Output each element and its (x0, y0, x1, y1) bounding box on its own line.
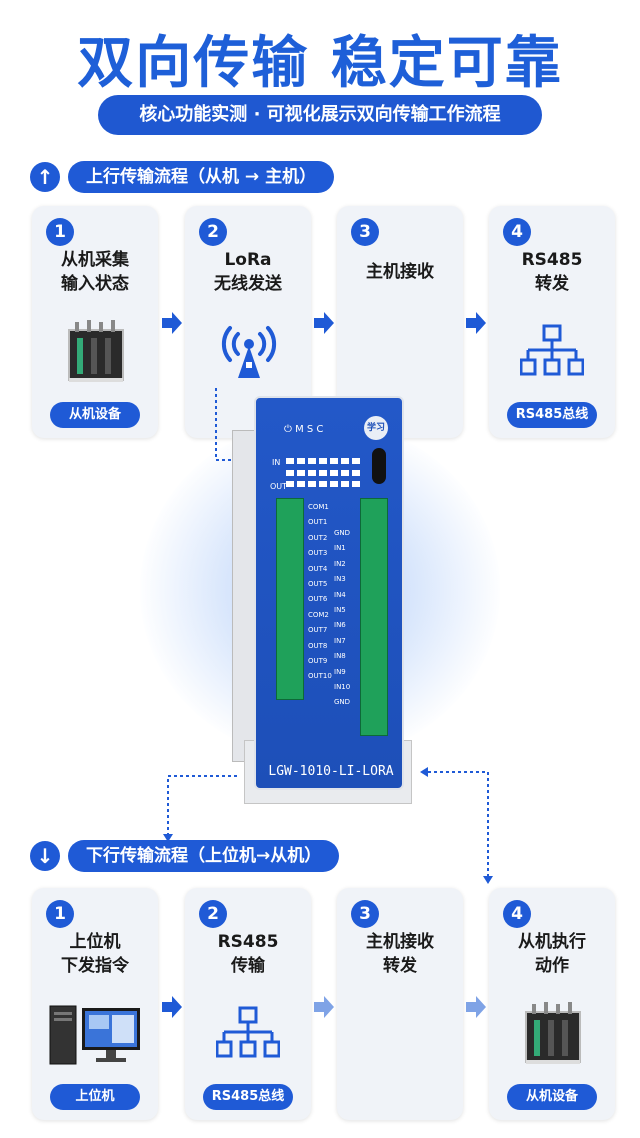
right-terminal-block (360, 498, 388, 736)
terminal-label: OUT2 (308, 533, 328, 542)
step-badge: 上位机 (50, 1084, 140, 1110)
downstream-step-1: 1 上位机 下发指令 上位机 (32, 888, 158, 1120)
terminal-label: OUT9 (308, 657, 328, 666)
antenna-icon (221, 326, 277, 378)
page-subtitle: 核心功能实测 · 可视化展示双向传输工作流程 (98, 95, 542, 135)
downstream-step-4: 4 从机执行 动作 从机设备 (489, 888, 615, 1120)
step-title: 主机接收 转发 (366, 932, 434, 976)
step-number: 1 (46, 900, 74, 928)
step-number: 4 (503, 900, 531, 928)
step-number: 1 (46, 218, 74, 246)
arrow-right-icon (162, 312, 182, 334)
arrow-right-icon (314, 312, 334, 334)
out-led-label: OUT (270, 482, 288, 491)
arrow-right-icon (466, 996, 486, 1018)
terminal-label: IN3 (334, 575, 346, 584)
terminal-label: GND (334, 529, 351, 537)
terminal-label: IN8 (334, 652, 346, 661)
terminal-label: IN6 (334, 621, 346, 630)
in-led-label: IN (272, 458, 281, 467)
arrow-right-icon (466, 312, 486, 334)
page-title: 双向传输 稳定可靠 (77, 31, 563, 96)
status-leds: ⏻ M S C (284, 424, 324, 435)
downstream-header: ↓ 下行传输流程（上位机→从机） (30, 839, 340, 873)
step-number: 2 (199, 900, 227, 928)
terminal-label: IN1 (334, 544, 346, 553)
step-number: 2 (199, 218, 227, 246)
step-title: 主机接收 (366, 262, 434, 282)
terminal-label: IN2 (334, 559, 346, 568)
network-tree-icon (216, 1006, 280, 1058)
step-badge: 从机设备 (50, 402, 140, 428)
slave-device-icon (68, 320, 124, 382)
terminal-label: OUT5 (308, 580, 328, 589)
terminal-label: OUT4 (308, 564, 328, 573)
downstream-label: 下行传输流程（上位机→从机） (68, 840, 340, 872)
terminal-label: OUT8 (308, 641, 328, 650)
left-terminal-block (276, 498, 304, 700)
step-number: 3 (351, 218, 379, 246)
upstream-step-1: 1 从机采集 输入状态 从机设备 (32, 206, 158, 438)
step-title: 从机执行 动作 (518, 932, 586, 976)
downstream-step-3: 3 主机接收 转发 (337, 888, 463, 1120)
terminal-label: COM2 (308, 610, 329, 619)
terminal-label: COM1 (308, 503, 329, 511)
terminal-label: IN10 (334, 683, 351, 692)
downstream-step-2: 2 RS485 传输 RS485总线 (185, 888, 311, 1120)
step-title: 上位机 下发指令 (61, 932, 129, 976)
terminal-label: GND (334, 698, 351, 707)
terminal-label: IN5 (334, 606, 346, 615)
step-title: RS485 转发 (521, 250, 583, 294)
network-tree-icon (520, 324, 584, 376)
arrow-up-icon: ↑ (30, 162, 60, 192)
terminal-label: OUT6 (308, 595, 328, 604)
slave-device-icon (525, 1002, 581, 1064)
terminal-label: OUT1 (308, 518, 328, 527)
upstream-header: ↑ 上行传输流程（从机 → 主机） (30, 160, 335, 194)
upstream-step-4: 4 RS485 转发 RS485总线 (489, 206, 615, 438)
terminal-label: OUT10 (308, 672, 332, 681)
upstream-label: 上行传输流程（从机 → 主机） (68, 161, 335, 193)
usb-port (372, 448, 386, 484)
step-title: RS485 传输 (217, 932, 279, 976)
step-number: 4 (503, 218, 531, 246)
learn-button[interactable]: 学习 (364, 416, 388, 440)
arrow-right-icon (162, 996, 182, 1018)
step-title: LoRa 无线发送 (214, 250, 282, 294)
step-badge: RS485总线 (507, 402, 597, 428)
terminal-label: OUT7 (308, 626, 328, 635)
step-title: 从机采集 输入状态 (61, 250, 129, 294)
step-number: 3 (351, 900, 379, 928)
arrow-down-icon: ↓ (30, 841, 60, 871)
terminal-label: IN4 (334, 590, 346, 599)
computer-icon (49, 1005, 140, 1065)
step-badge: 从机设备 (507, 1084, 597, 1110)
device-model-label: LGW-1010-LI-LORA (268, 764, 394, 779)
terminal-label: IN9 (334, 667, 346, 676)
terminal-label: OUT3 (308, 549, 328, 558)
terminal-label: IN7 (334, 636, 346, 645)
arrow-right-icon (314, 996, 334, 1018)
led-grid (286, 458, 366, 490)
step-badge: RS485总线 (203, 1084, 293, 1110)
